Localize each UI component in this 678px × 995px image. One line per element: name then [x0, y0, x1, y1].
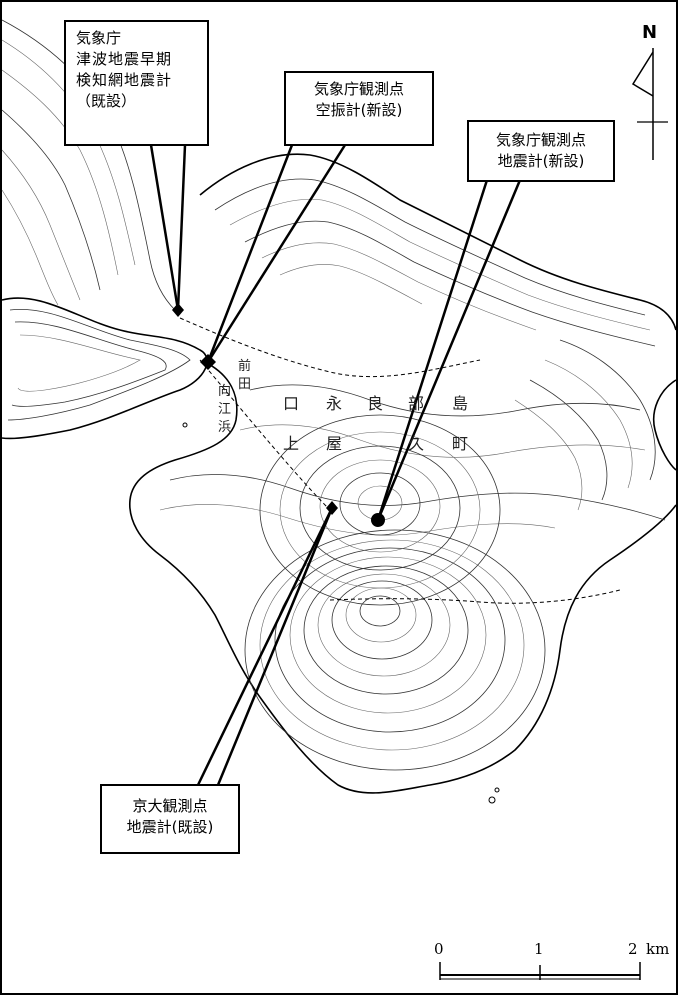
- east-landmass: [514, 339, 656, 511]
- place-char: 向: [218, 384, 232, 399]
- leader-jma-seismo: [376, 179, 489, 521]
- station-kyoto-marker: [326, 501, 338, 515]
- station-jma-seismo-marker: [371, 513, 385, 527]
- place-char: 部: [408, 394, 425, 413]
- north-label: N: [642, 22, 658, 43]
- callout-line: （既設）: [76, 92, 137, 110]
- callout-line: 検知網地震計: [76, 71, 173, 89]
- callout-line: 空振計(新設): [315, 101, 403, 119]
- place-char: 前: [238, 359, 252, 374]
- place-char: 口: [283, 394, 300, 413]
- callout-jma-tsunami: 気象庁 津波地震早期 検知網地震計 （既設）: [64, 20, 209, 146]
- place-char: 屋: [326, 434, 343, 453]
- south-cone: [244, 529, 546, 771]
- north-ridge: [199, 153, 677, 347]
- callout-line: 気象庁: [76, 29, 122, 47]
- islets: [182, 422, 500, 804]
- callout-jma-seismo-new: 気象庁観測点 地震計(新設): [467, 120, 615, 182]
- north-arrow-icon: [631, 48, 668, 160]
- leader-jma-infrasound-2: [206, 144, 347, 363]
- callout-line: 気象庁観測点: [313, 80, 404, 98]
- place-char: 良: [367, 394, 384, 413]
- main-island: [129, 361, 677, 794]
- roads: [179, 317, 621, 604]
- place-char: 永: [326, 394, 343, 413]
- place-char: 久: [408, 434, 425, 453]
- callout-jma-infrasound: 気象庁観測点 空振計(新設): [284, 71, 434, 146]
- place-char: 江: [218, 402, 232, 417]
- leader-kyoto-2: [216, 507, 334, 786]
- callout-line: 地震計(新設): [497, 152, 585, 170]
- scale-unit-label: km: [646, 940, 670, 958]
- station-markers: [172, 303, 385, 527]
- place-char: 町: [452, 434, 469, 453]
- scale-bar: [439, 962, 641, 980]
- scale-tick-label: 1: [534, 940, 544, 958]
- station-jma-infrasound-marker: [200, 354, 216, 370]
- leader-kyoto: [196, 507, 334, 786]
- place-char: 島: [452, 394, 469, 413]
- place-char: 上: [283, 434, 300, 453]
- callout-line: 気象庁観測点: [495, 131, 586, 149]
- central-peak: [259, 414, 501, 606]
- callout-kyoto-seismo: 京大観測点 地震計(既設): [100, 784, 240, 854]
- scale-tick-label: 0: [434, 940, 444, 958]
- callout-line: 津波地震早期: [76, 50, 173, 68]
- callout-line: 京大観測点: [132, 797, 208, 815]
- leader-jma-tsunami: [149, 144, 180, 311]
- scale-tick-label: 2: [628, 940, 638, 958]
- leader-jma-seismo-2: [376, 179, 522, 521]
- place-char: 浜: [218, 420, 232, 435]
- place-char: 田: [238, 377, 252, 392]
- station-jma-tsunami-marker: [172, 303, 184, 317]
- leader-jma-tsunami-2: [176, 144, 187, 311]
- callout-line: 地震計(既設): [126, 818, 214, 836]
- leader-jma-infrasound: [206, 144, 294, 363]
